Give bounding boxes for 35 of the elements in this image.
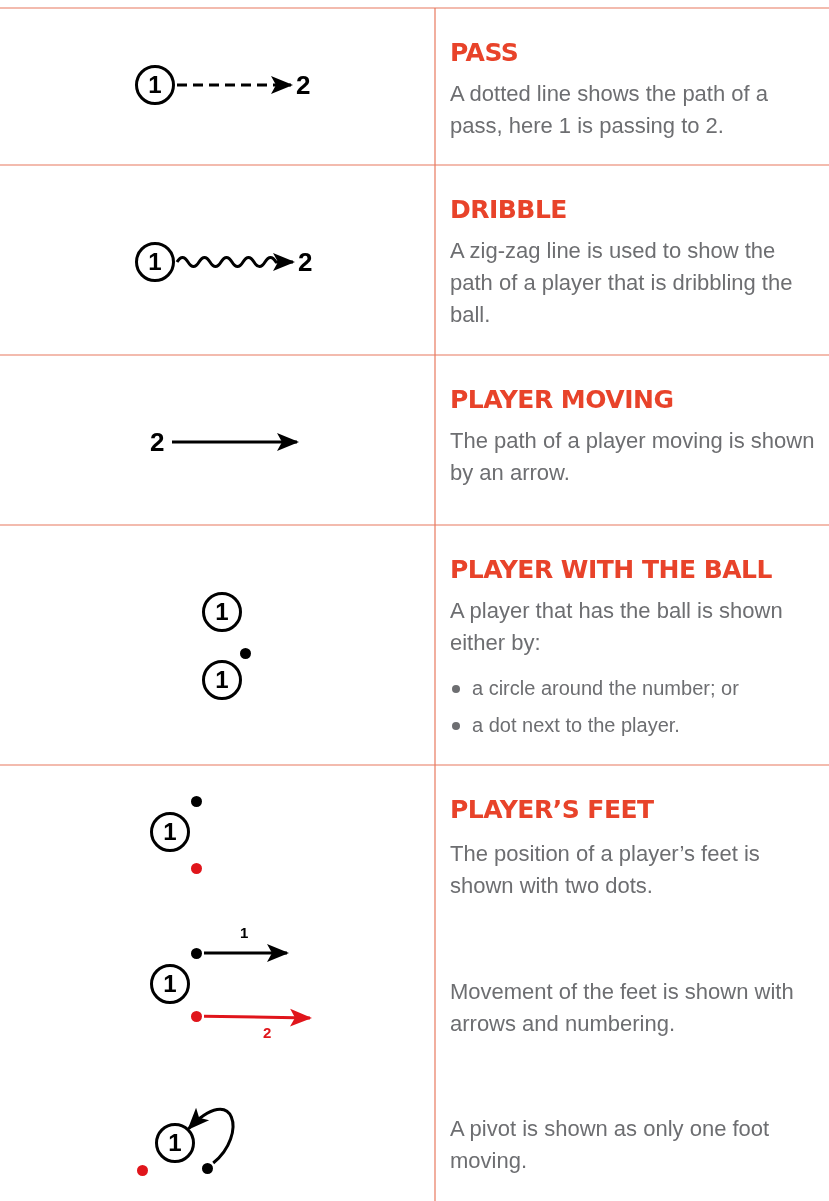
description-text: A zig-zag line is used to show the path of a player that is dribbling the ball. [450,237,794,329]
player-circle: 1 [155,1123,195,1163]
edge-label: 1 [240,924,249,941]
pass-arrow [177,76,293,94]
bullet-text: a dot next to the player. [472,713,681,738]
player-circle: 1 [202,660,242,700]
arrow [203,1008,312,1027]
section-heading: DRIBBLE [450,195,567,225]
player-circle: 1 [135,65,175,105]
edge-label: 2 [263,1024,272,1041]
player-circle: 1 [135,242,175,282]
description-text: A pivot is shown as only one foot moving. [450,1115,771,1175]
section-heading: PLAYER MOVING [450,385,674,415]
player-number: 2 [296,70,311,100]
player-number: 2 [150,427,165,457]
description-text: The path of a player moving is shown by an arrow. [450,427,815,487]
foot-dot [201,1162,213,1174]
player-number: 2 [298,247,313,277]
section-heading: PLAYER’S FEET [450,795,654,825]
player-circle: 1 [150,964,190,1004]
description-text: The position of a player’s feet is shown with two dots. [450,840,761,900]
foot-dot [190,1010,202,1022]
section-heading: PLAYER WITH THE BALL [450,555,772,585]
dribble-arrow [175,253,295,271]
arrow [172,433,299,451]
description-text: A player that has the ball is shown either by: [450,597,784,657]
section-heading: PASS [450,38,519,68]
description-text: Movement of the feet is shown with arrows and numbering. [450,978,795,1038]
arrow [204,944,289,962]
foot-dot [190,947,202,959]
pivot-arrow [187,1108,235,1165]
bullet-text: a circle around the number; or [472,676,740,701]
player-circle: 1 [202,592,242,632]
description-text: A dotted line shows the path of a pass, here 1 is passing to 2. [450,80,769,140]
player-circle: 1 [150,812,190,852]
